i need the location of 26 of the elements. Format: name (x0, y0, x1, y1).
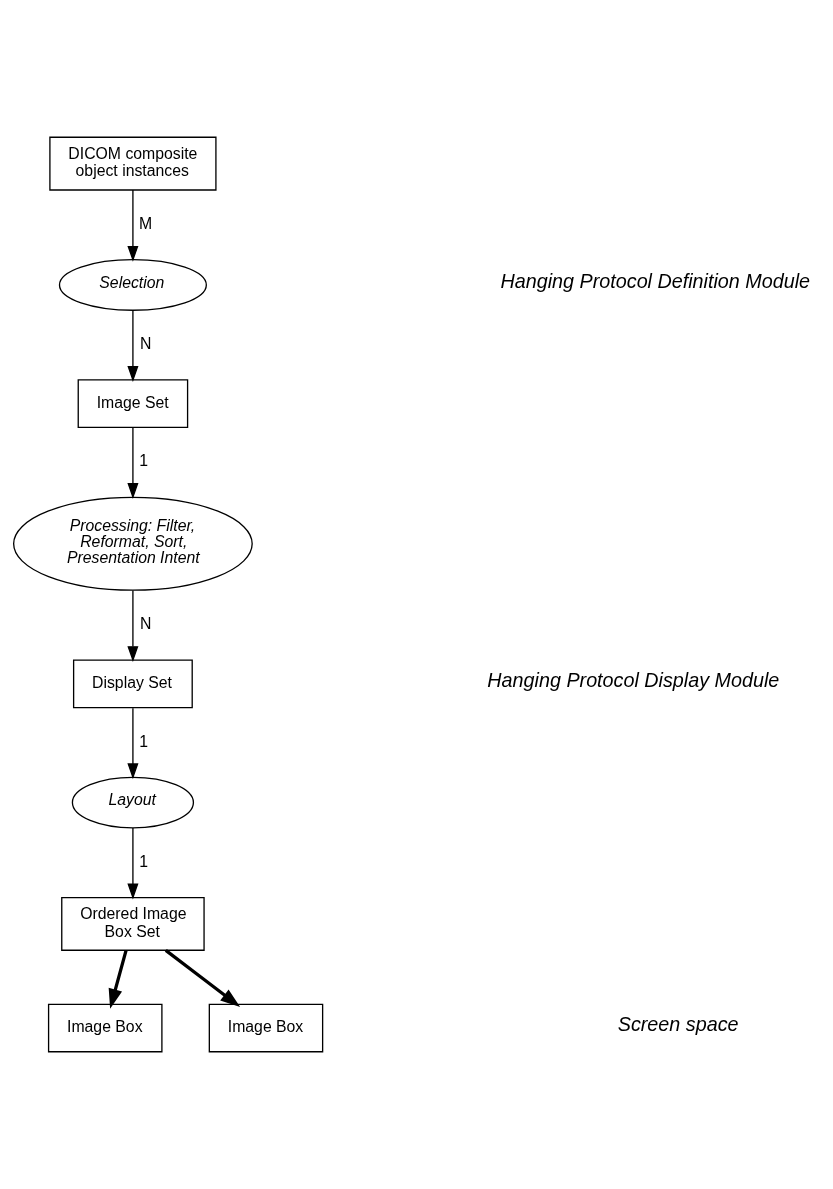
arrow (127, 309, 139, 382)
arrow (127, 827, 139, 900)
arrow (164, 949, 241, 1007)
edge-label: N (139, 335, 152, 353)
arrow (127, 189, 139, 262)
edge-label: 1 (139, 852, 149, 870)
node-ellipse: Selection (58, 259, 207, 311)
label: Hanging Protocol Display Module (487, 669, 780, 692)
node-box: Image Set (77, 379, 189, 429)
node-box: Display Set (72, 659, 193, 709)
edge-label: N (139, 615, 152, 633)
node-box: Ordered Image Box Set (61, 896, 205, 951)
node-box: Image Box (47, 1003, 163, 1053)
node-ellipse: Processing: Filter, Reformat, Sort, Presentation Intent (13, 496, 253, 591)
arrow (127, 427, 139, 499)
node-box: Image Box (208, 1003, 324, 1053)
edge-label: 1 (139, 732, 149, 750)
node-box: DICOM composite object instances (49, 136, 217, 191)
label: Screen space (617, 1013, 739, 1036)
node-ellipse: Layout (71, 776, 195, 829)
edge-label: 1 (139, 452, 149, 470)
arrow (127, 589, 139, 662)
label: Hanging Protocol Definition Module (500, 270, 811, 293)
arrow (127, 707, 139, 780)
arrow (108, 949, 128, 1009)
edge-label: M (139, 214, 153, 232)
